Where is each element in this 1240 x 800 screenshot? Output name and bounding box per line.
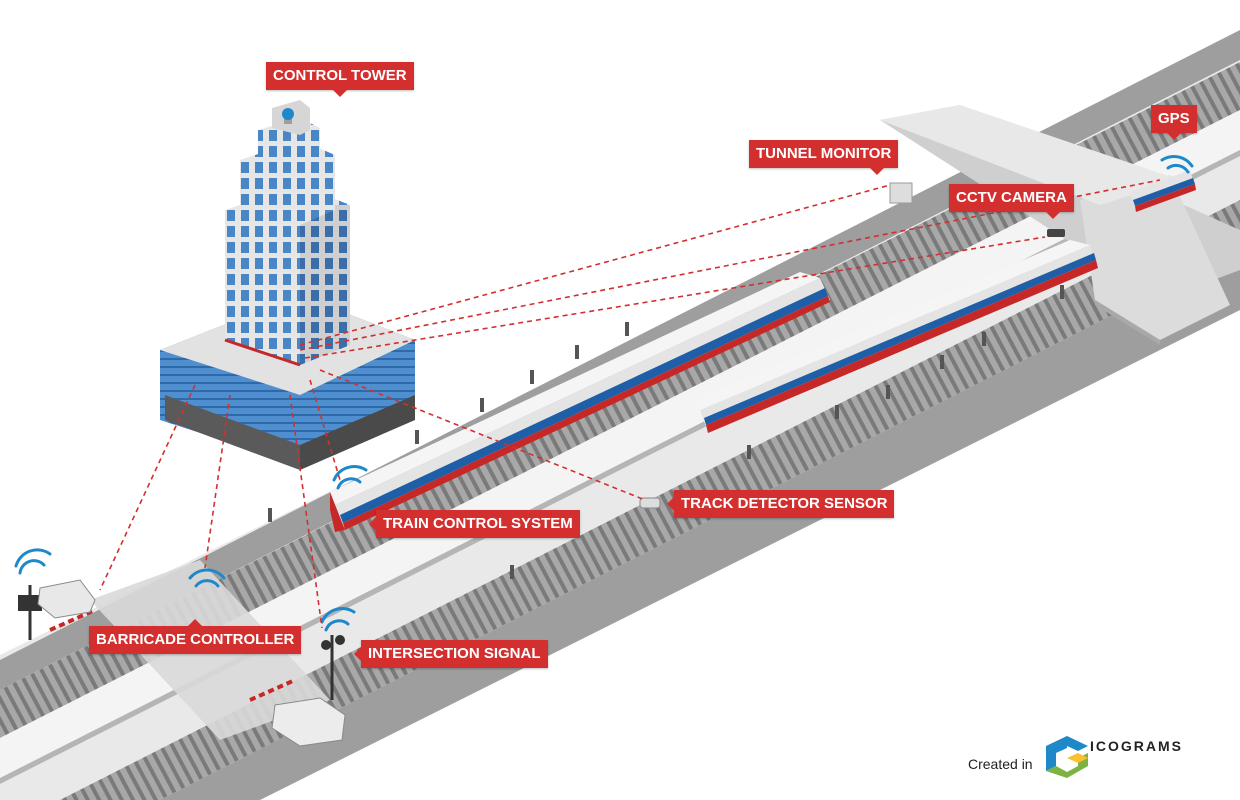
credit-block: Created in ICOGRAMS bbox=[968, 736, 1208, 780]
credit-created-in: Created in bbox=[968, 756, 1033, 772]
train-c bbox=[1130, 170, 1196, 212]
tunnel-monitor-box bbox=[889, 182, 913, 204]
train-b bbox=[695, 240, 1098, 433]
credit-brand: ICOGRAMS bbox=[1090, 738, 1183, 754]
car-top bbox=[37, 579, 96, 619]
label-gps: GPS bbox=[1151, 105, 1197, 140]
label-tunnel-monitor: TUNNEL MONITOR bbox=[749, 140, 899, 175]
cctv-camera-device bbox=[1047, 229, 1065, 237]
tower-antenna bbox=[282, 108, 294, 120]
label-track-detector-sensor: TRACK DETECTOR SENSOR bbox=[666, 490, 895, 518]
wifi-icon bbox=[332, 465, 368, 490]
wifi-icon bbox=[1160, 155, 1194, 174]
car-bottom bbox=[271, 697, 346, 747]
wifi-icon bbox=[320, 607, 356, 632]
label-control-tower: CONTROL TOWER bbox=[266, 62, 414, 97]
track-detector-device bbox=[639, 497, 661, 509]
control-tower-building bbox=[160, 100, 415, 470]
icograms-logo-icon bbox=[1046, 736, 1088, 778]
train-a bbox=[330, 272, 830, 532]
wifi-icon bbox=[14, 548, 52, 575]
label-intersection-signal: INTERSECTION SIGNAL bbox=[354, 640, 548, 668]
barricade-left bbox=[18, 585, 96, 640]
label-train-control-system: TRAIN CONTROL SYSTEM bbox=[369, 510, 580, 538]
label-barricade-controller: BARRICADE CONTROLLER bbox=[89, 619, 302, 654]
people bbox=[268, 285, 1064, 579]
wifi-icon bbox=[188, 568, 226, 588]
middle-platform bbox=[0, 110, 1240, 778]
label-cctv-camera: CCTV CAMERA bbox=[949, 184, 1074, 219]
intersection-signal-pole bbox=[249, 635, 345, 702]
